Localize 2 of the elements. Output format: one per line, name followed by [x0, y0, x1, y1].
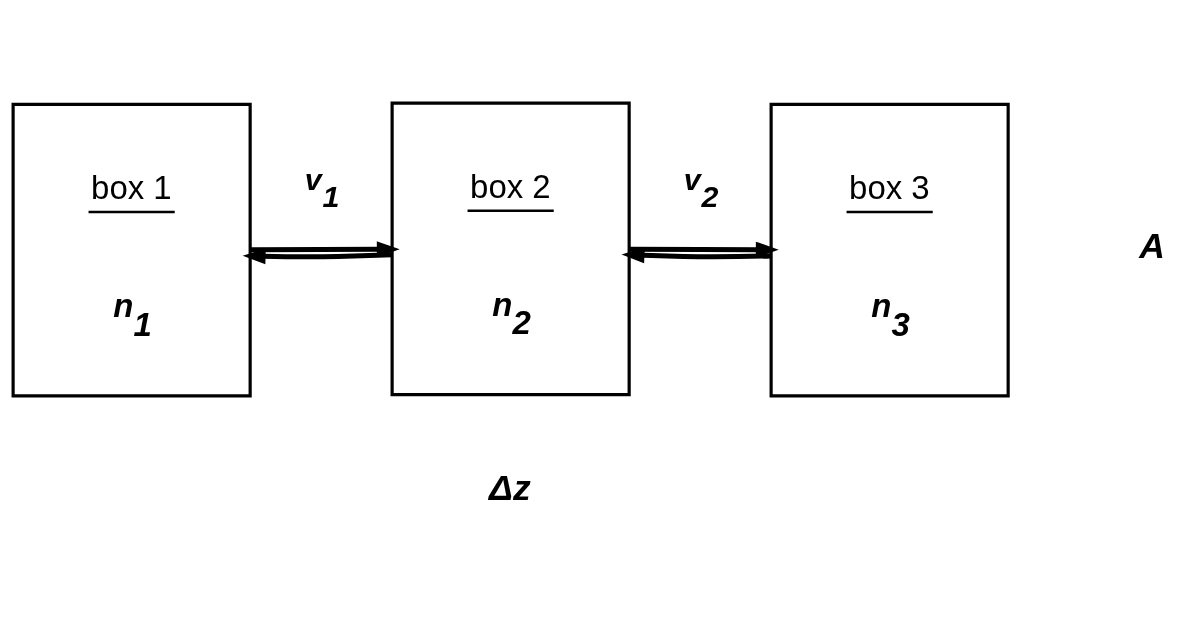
label: A: [1139, 225, 1165, 266]
label: Δz: [489, 467, 531, 508]
